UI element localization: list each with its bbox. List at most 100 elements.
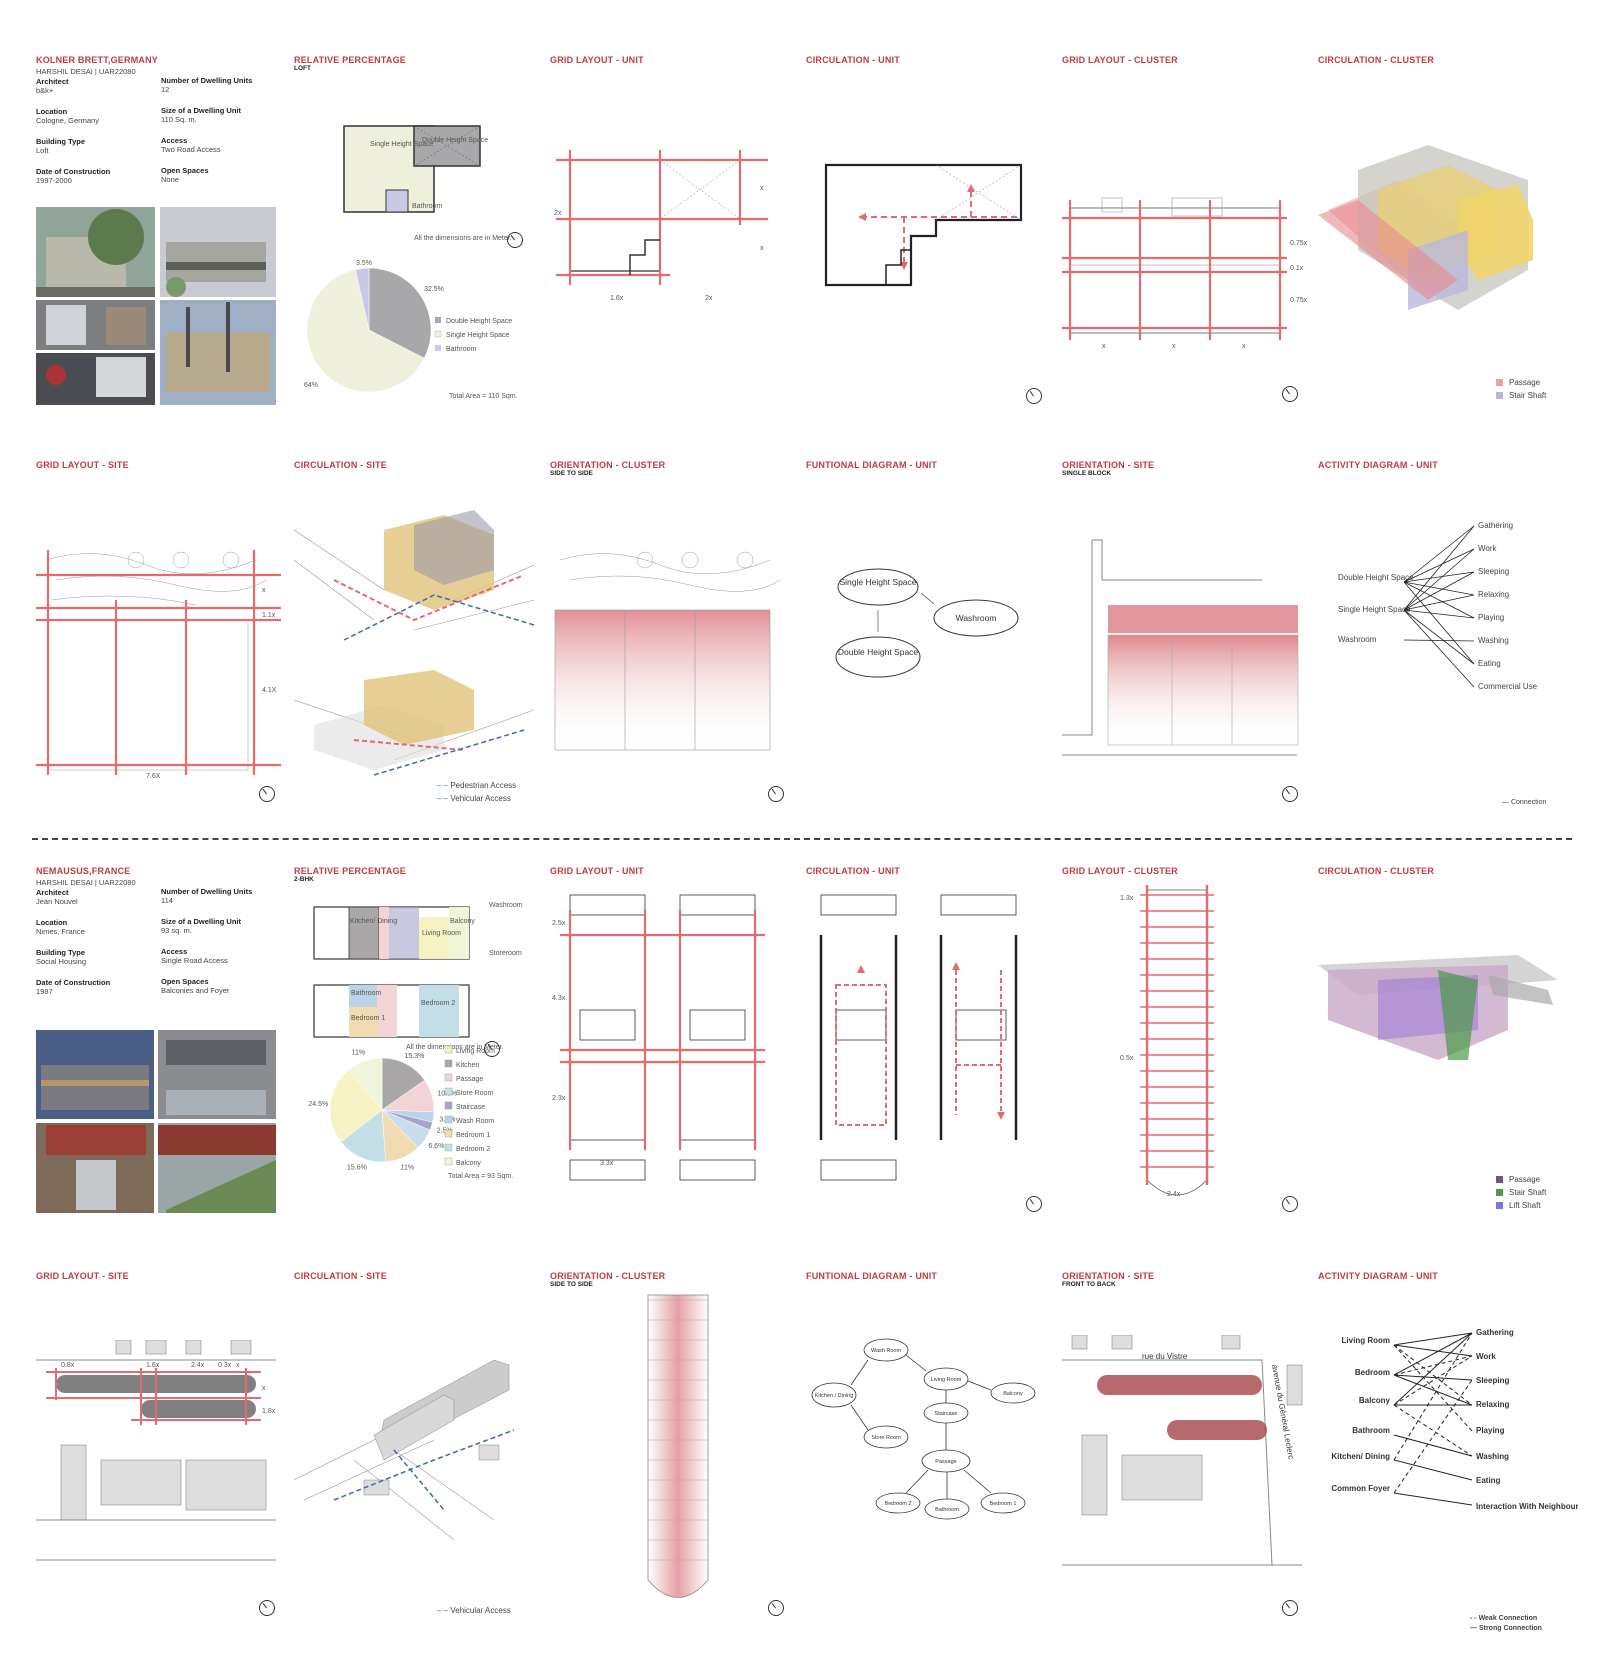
svg-text:4.1X: 4.1X [262, 687, 277, 694]
p1-activity-legend: — Connection [1502, 799, 1547, 806]
svg-text:0.8x: 0.8x [61, 1362, 75, 1369]
north-arrow-icon [259, 786, 275, 802]
project1-photos [36, 207, 276, 405]
svg-text:x: x [262, 587, 266, 594]
p1-grid-site-plan: 7.6X x 1.1x 4.1X [36, 550, 281, 780]
p1-func-diagram: Single Height Space Washroom Double Heig… [835, 568, 1019, 678]
legend-label: Living Room [456, 1048, 495, 1055]
p2-circ-cluster-legend: Passage Stair Shaft Lift Shaft [1496, 1173, 1546, 1212]
north-arrow-icon [259, 1600, 275, 1616]
legend-label: Staircase [456, 1104, 485, 1111]
pie-label: 15.6% [347, 1165, 367, 1172]
svg-text:Living Room: Living Room [1342, 1336, 1390, 1345]
legend-label: Bedroom 1 [456, 1132, 490, 1139]
p1-pie-chart: 3.5% 32.5% 64% Double Height Space Singl… [304, 260, 518, 400]
p2-activity-legend: - - Weak Connection — Strong Connection [1470, 1615, 1542, 1632]
svg-text:0.1x: 0.1x [1290, 265, 1304, 272]
pie-total: Total Area = 110 Sqm. [449, 393, 518, 400]
svg-text:0.5x: 0.5x [1120, 1055, 1134, 1062]
project1-details-right: Number of Dwelling Units 12 Size of a Dw… [161, 76, 253, 184]
project1-details-left: HARSHIL DESAI | UAR22080 Architect b&k+ … [36, 67, 156, 185]
svg-text:4.3x: 4.3x [552, 995, 566, 1002]
legend-label: Wash Room [456, 1118, 494, 1125]
svg-text:Living Room: Living Room [931, 1377, 962, 1383]
legend-label: Kitchen [456, 1062, 479, 1069]
svg-text:1.6x: 1.6x [610, 295, 624, 302]
svg-text:Staircase: Staircase [935, 1411, 958, 1417]
legend-label: Store Room [456, 1090, 494, 1097]
svg-text:2x: 2x [554, 210, 562, 217]
svg-text:1.8x: 1.8x [262, 1408, 276, 1415]
p2-pie-chart: 15.3%10.3%3.2%2.5%6.6%11%15.6%24.5%11% L… [308, 1045, 513, 1180]
p1-circ-cluster-legend: Passage Stair Shaft [1496, 376, 1546, 402]
p2-bhk-plan: Kitchen/ Dining Living Room Balcony Wash… [313, 902, 523, 1051]
svg-text:Commercial Use: Commercial Use [1478, 682, 1538, 691]
p2-orient-site-plan: rue du Vistre avenue du Général Leclerc [1062, 1335, 1303, 1566]
p2-circ-site-axo [294, 1359, 515, 1541]
svg-text:Kitchen/ Dining: Kitchen/ Dining [350, 918, 397, 925]
svg-text:Gathering: Gathering [1476, 1328, 1514, 1337]
legend-swatch [444, 1073, 453, 1082]
svg-text:2.4x: 2.4x [1167, 1191, 1181, 1198]
author: HARSHIL DESAI | UAR22080 [36, 67, 136, 76]
svg-text:2.4x: 2.4x [191, 1362, 205, 1369]
svg-text:Bedroom 1: Bedroom 1 [351, 1015, 385, 1022]
north-arrow-icon [1282, 786, 1298, 802]
p1-circ-site-legend: – – Pedestrian Access – – Vehicular Acce… [437, 781, 517, 803]
svg-text:x: x [262, 1385, 266, 1392]
p1-grid-unit-plan: 1.6x 2x 2x x x [554, 150, 768, 302]
p2-circ-cluster-axo [1318, 955, 1558, 1060]
legend-swatch [444, 1143, 453, 1152]
svg-text:Playing: Playing [1476, 1426, 1505, 1435]
legend-label: Passage [456, 1076, 483, 1083]
p2-grid-cluster-plan: 1.3x 0.5x 2.4x [1120, 885, 1214, 1198]
svg-text:0.75x: 0.75x [1290, 240, 1308, 247]
p2-grid-unit-plan: 2.5x 4.3x 2.3x 3.3x [552, 894, 765, 1181]
legend-swatch [444, 1059, 453, 1068]
svg-text:Double Height Space: Double Height Space [446, 318, 512, 325]
legend-swatch [444, 1101, 453, 1110]
pie-slice [306, 269, 425, 393]
pie-slice [340, 1109, 386, 1163]
svg-text:Kitchen/ Dining: Kitchen/ Dining [1331, 1452, 1390, 1461]
north-arrow-icon [768, 1600, 784, 1616]
svg-text:Single Height Space: Single Height Space [446, 332, 510, 339]
pie-slice [368, 267, 432, 359]
plan-note: All the dimensions are in Meter. [414, 235, 512, 242]
svg-text:1.1x: 1.1x [262, 612, 276, 619]
panel-title: GRID LAYOUT - UNIT [550, 55, 644, 65]
p2-func-diagram: Wash Room Living Room Kitchen / Dining B… [811, 1338, 1036, 1520]
p1-circ-cluster-axo [1318, 145, 1533, 310]
pie-slice [329, 1069, 383, 1143]
p2-orient-cluster-plan [647, 1294, 709, 1598]
svg-text:0.75x: 0.75x [1290, 297, 1308, 304]
legend-swatch [444, 1157, 453, 1166]
svg-text:2x: 2x [705, 295, 713, 302]
svg-text:Washroom: Washroom [1338, 635, 1377, 644]
date: 1997-2000 [36, 176, 72, 185]
svg-text:Double Height Space: Double Height Space [1338, 573, 1414, 582]
svg-text:Balcony: Balcony [1003, 1391, 1023, 1397]
svg-text:Eating: Eating [1478, 659, 1501, 668]
panel-title: RELATIVE PERCENTAGE [294, 55, 406, 65]
svg-text:Bedroom 2: Bedroom 2 [885, 1501, 912, 1507]
plan-label-bath: Bathroom [412, 203, 443, 210]
svg-text:Sleeping: Sleeping [1478, 567, 1509, 576]
svg-text:x: x [236, 1362, 240, 1369]
svg-text:x: x [1242, 343, 1246, 350]
func-node: Single Height Space [839, 577, 916, 587]
p2-circ-unit-plan [819, 894, 1018, 1181]
svg-text:Washroom: Washroom [489, 902, 523, 909]
svg-text:Balcony: Balcony [1359, 1396, 1391, 1405]
svg-text:3.3x: 3.3x [600, 1160, 614, 1167]
pie-slice [355, 267, 370, 331]
svg-text:1.3x: 1.3x [1120, 895, 1134, 902]
svg-text:7.6X: 7.6X [146, 773, 161, 780]
svg-text:Bedroom 2: Bedroom 2 [421, 1000, 455, 1007]
svg-text:x: x [760, 245, 764, 252]
svg-text:Bathroom: Bathroom [446, 346, 477, 353]
legend-swatch [444, 1129, 453, 1138]
svg-text:x: x [1102, 343, 1106, 350]
p1-loft-plan: Single Height Space Double Height Space … [343, 125, 512, 242]
legend-swatch [444, 1115, 453, 1124]
